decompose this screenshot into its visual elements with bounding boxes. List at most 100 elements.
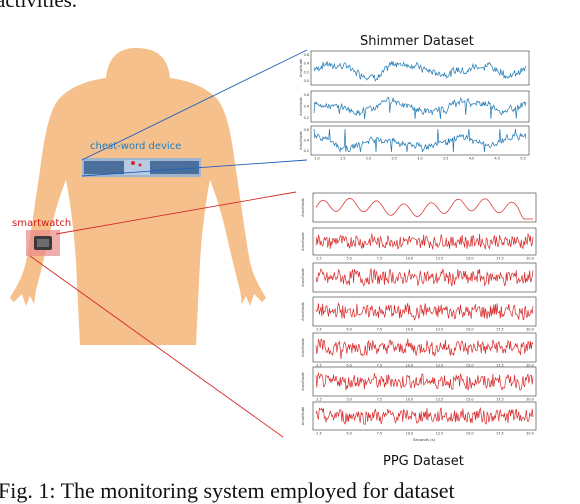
ppg-xtick: 12.5 bbox=[436, 398, 444, 402]
ppg-xtick: 17.5 bbox=[496, 432, 504, 436]
ppg-xtick: 20.0 bbox=[526, 328, 534, 332]
ppg-xtick: 15.0 bbox=[466, 328, 474, 332]
shimmer-panel-frame bbox=[310, 50, 530, 86]
ppg-xtick: 2.5 bbox=[316, 328, 321, 332]
ppg-xtick: 12.5 bbox=[436, 328, 444, 332]
shimmer-ylabel: Amplitude bbox=[299, 97, 303, 116]
chest-device-label: chest-word device bbox=[90, 141, 182, 152]
ppg-xtick: 17.5 bbox=[496, 398, 504, 402]
ppg-xtick: 15.0 bbox=[466, 432, 474, 436]
ppg-xlabel: Seconds (s) bbox=[413, 437, 436, 442]
ppg-xtick: 2.5 bbox=[316, 432, 321, 436]
ppg-xtick: 10.0 bbox=[406, 398, 414, 402]
ppg-xtick: 15.0 bbox=[466, 257, 474, 261]
shimmer-panel-frame bbox=[310, 125, 530, 156]
ppg-xtick: 5.0 bbox=[346, 328, 351, 332]
shimmer-ylabel: Amplitude bbox=[299, 58, 303, 77]
shimmer-xtick: 1.0 bbox=[314, 157, 319, 161]
shimmer-ytick: 0.4 bbox=[304, 139, 309, 143]
smartwatch-screen bbox=[37, 239, 49, 247]
shimmer-ytick: 0.2 bbox=[304, 149, 309, 153]
ppg-panel-frame bbox=[312, 192, 537, 223]
shimmer-signal-line bbox=[313, 96, 527, 120]
chest-sensor-dot-2 bbox=[138, 163, 142, 167]
ppg-xtick: 7.5 bbox=[377, 328, 382, 332]
ppg-signal-line bbox=[315, 232, 534, 250]
ppg-xtick: 15.0 bbox=[466, 364, 474, 368]
ppg-signal-line bbox=[315, 338, 534, 360]
body-silhouette bbox=[10, 48, 266, 345]
chest-pointer-top bbox=[81, 49, 308, 161]
ppg-xtick: 20.0 bbox=[526, 432, 534, 436]
ppg-xtick: 10.0 bbox=[406, 257, 414, 261]
ppg-ylabel: Amplitude bbox=[301, 406, 305, 425]
ppg-panel-frame bbox=[312, 332, 537, 363]
ppg-xtick: 7.5 bbox=[377, 257, 382, 261]
ppg-xtick: 5.0 bbox=[346, 257, 351, 261]
shimmer-ytick: 0.2 bbox=[304, 116, 309, 120]
ppg-signal-line bbox=[315, 267, 534, 287]
ppg-xtick: 5.0 bbox=[346, 432, 351, 436]
shimmer-xtick: 4.0 bbox=[469, 157, 474, 161]
ppg-xtick: 7.5 bbox=[377, 398, 382, 402]
ppg-xtick: 10.0 bbox=[406, 328, 414, 332]
ppg-xtick: 12.5 bbox=[436, 364, 444, 368]
smartwatch-label: smartwatch bbox=[12, 218, 72, 229]
ppg-xtick: 5.0 bbox=[346, 364, 351, 368]
ppg-xtick: 17.5 bbox=[496, 257, 504, 261]
chest-sensor-dot bbox=[131, 161, 135, 165]
ppg-ylabel: Amplitude bbox=[301, 302, 305, 321]
shimmer-xtick: 4.5 bbox=[495, 157, 500, 161]
shimmer-signal-line bbox=[313, 60, 527, 82]
shimmer-ytick: 0.2 bbox=[304, 70, 309, 74]
shimmer-xtick: 2.0 bbox=[366, 157, 371, 161]
shimmer-panel-frame bbox=[310, 90, 530, 123]
ppg-xtick: 7.5 bbox=[377, 432, 382, 436]
ppg-xtick: 17.5 bbox=[496, 364, 504, 368]
shimmer-ytick: 0.0 bbox=[304, 79, 309, 83]
ppg-ylabel: Amplitude bbox=[301, 372, 305, 391]
ppg-xtick: 12.5 bbox=[436, 432, 444, 436]
previous-text-fragment: activities. bbox=[0, 0, 78, 12]
ppg-xtick: 20.0 bbox=[526, 398, 534, 402]
shimmer-ytick: 0.4 bbox=[304, 62, 309, 66]
ppg-ylabel: Amplitude bbox=[301, 338, 305, 357]
watch-pointer-bottom bbox=[29, 255, 284, 438]
ppg-signal-line bbox=[315, 371, 534, 391]
ppg-dataset-title: PPG Dataset bbox=[383, 454, 464, 469]
chest-pointer-bottom bbox=[81, 159, 308, 177]
ppg-xtick: 20.0 bbox=[526, 257, 534, 261]
shimmer-dataset-title: Shimmer Dataset bbox=[360, 34, 474, 49]
ppg-xtick: 12.5 bbox=[436, 257, 444, 261]
shimmer-xtick: 3.0 bbox=[417, 157, 422, 161]
ppg-xtick: 2.5 bbox=[316, 364, 321, 368]
shimmer-ytick: 0.6 bbox=[304, 53, 309, 57]
ppg-ylabel: Amplitude bbox=[301, 198, 305, 217]
ppg-xtick: 7.5 bbox=[377, 364, 382, 368]
shimmer-ytick: 0.4 bbox=[304, 105, 309, 109]
shimmer-xtick: 5.0 bbox=[520, 157, 525, 161]
ppg-xtick: 17.5 bbox=[496, 328, 504, 332]
watch-pointer-top bbox=[55, 191, 297, 235]
shimmer-signal-line bbox=[313, 128, 527, 153]
figure-caption: Fig. 1: The monitoring system employed f… bbox=[0, 478, 455, 503]
shimmer-ytick: 0.6 bbox=[304, 128, 309, 132]
ppg-xtick: 2.5 bbox=[316, 398, 321, 402]
ppg-signal-line bbox=[315, 407, 534, 425]
ppg-xtick: 10.0 bbox=[406, 432, 414, 436]
ppg-ylabel: Amplitude bbox=[301, 232, 305, 251]
shimmer-ylabel: Amplitude bbox=[299, 131, 303, 150]
ppg-panel-frame bbox=[312, 366, 537, 397]
ppg-xtick: 2.5 bbox=[316, 257, 321, 261]
shimmer-ytick: 0.6 bbox=[304, 93, 309, 97]
ppg-panel-frame bbox=[312, 296, 537, 327]
ppg-signal-line bbox=[315, 198, 533, 220]
ppg-xtick: 5.0 bbox=[346, 398, 351, 402]
shimmer-xtick: 1.5 bbox=[340, 157, 345, 161]
ppg-xtick: 20.0 bbox=[526, 364, 534, 368]
ppg-ylabel: Amplitude bbox=[301, 268, 305, 287]
ppg-xtick: 10.0 bbox=[406, 364, 414, 368]
shimmer-plots: Amplitude0.60.40.20.0Amplitude0.60.40.2A… bbox=[299, 50, 530, 161]
